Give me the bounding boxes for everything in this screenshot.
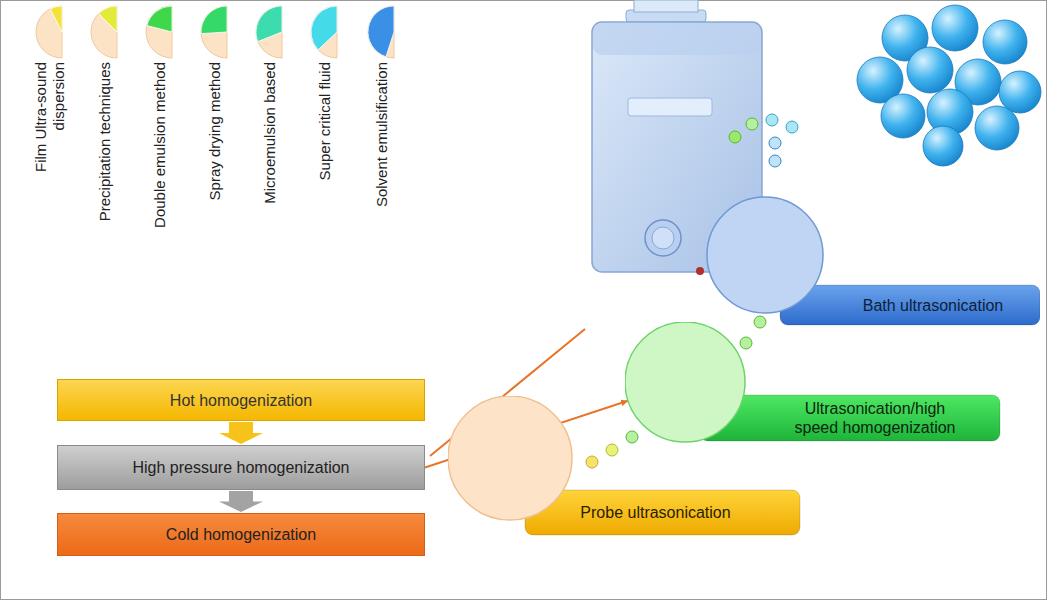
process-box: Cold homogenization xyxy=(57,513,425,556)
block-arrow xyxy=(219,422,263,444)
box-text-group: High pressure homogenization xyxy=(122,458,359,477)
band-label: Bath ultrasonication xyxy=(833,296,1033,315)
box-label: Hot homogenization xyxy=(170,391,312,410)
method-label: Double emulsion method xyxy=(151,62,169,240)
method-circle xyxy=(707,197,823,313)
band-text-group: Bath ultrasonication xyxy=(833,296,1033,315)
band-label: Probe ultrasonication xyxy=(558,503,753,522)
method-icon xyxy=(146,6,172,58)
method-label-holder: Film Ultra-sound dispersion xyxy=(20,0,80,250)
method-label: Precipitation techniques xyxy=(96,62,114,240)
band-text-group: Probe ultrasonication xyxy=(558,503,753,522)
method-bar xyxy=(700,395,1000,441)
method-label: Microemulsion based xyxy=(261,62,279,240)
method-label: Film Ultra-sound dispersion xyxy=(32,62,68,240)
method-icon xyxy=(368,6,394,58)
icon-wedge xyxy=(368,6,394,57)
icon-wedge xyxy=(50,6,62,32)
method-icon xyxy=(311,6,337,58)
method-circle xyxy=(448,396,572,520)
icon-wedge xyxy=(201,6,227,34)
connector xyxy=(219,422,263,444)
method-label: Solvent emulsification xyxy=(373,62,391,240)
method-band: Ultrasonication/high speed homogenizatio… xyxy=(625,322,1005,444)
method-label-holder: Spray drying method xyxy=(185,0,245,250)
icon-wedge xyxy=(311,6,337,50)
method-label-holder: Double emulsion method xyxy=(130,0,190,250)
method-circle xyxy=(625,322,745,442)
block-arrow xyxy=(219,491,263,512)
band-text-group: Ultrasonication/high speed homogenizatio… xyxy=(787,399,963,437)
method-label-holder: Microemulsion based xyxy=(240,0,300,250)
method-bar xyxy=(780,285,1040,325)
method-band: Bath ultrasonication xyxy=(705,195,1040,330)
box-text-group: Hot homogenization xyxy=(160,391,322,410)
method-label-holder: Solvent emulsification xyxy=(352,0,412,250)
process-box: Hot homogenization xyxy=(57,379,425,421)
method-band: Probe ultrasonication xyxy=(448,396,803,538)
method-icons xyxy=(36,6,394,58)
box-label: Cold homogenization xyxy=(166,525,316,544)
box-label: High pressure homogenization xyxy=(132,458,349,477)
method-icon xyxy=(36,6,62,58)
method-label: Super critical fluid xyxy=(316,62,334,240)
method-label: Spray drying method xyxy=(206,62,224,240)
method-icon xyxy=(256,6,282,58)
method-icon xyxy=(91,6,117,58)
method-label-holder: Super critical fluid xyxy=(295,0,355,250)
band-label: Ultrasonication/high speed homogenizatio… xyxy=(787,399,963,437)
method-label-holder: Precipitation techniques xyxy=(75,0,135,250)
method-icon xyxy=(201,6,227,58)
connector xyxy=(219,491,263,512)
box-text-group: Cold homogenization xyxy=(156,525,326,544)
icon-wedge xyxy=(256,6,282,42)
method-bar xyxy=(525,490,800,535)
nanoparticle-cluster xyxy=(857,5,1041,166)
icon-wedge xyxy=(99,6,117,32)
process-box: High pressure homogenization xyxy=(57,445,425,490)
icon-wedge xyxy=(147,6,172,32)
